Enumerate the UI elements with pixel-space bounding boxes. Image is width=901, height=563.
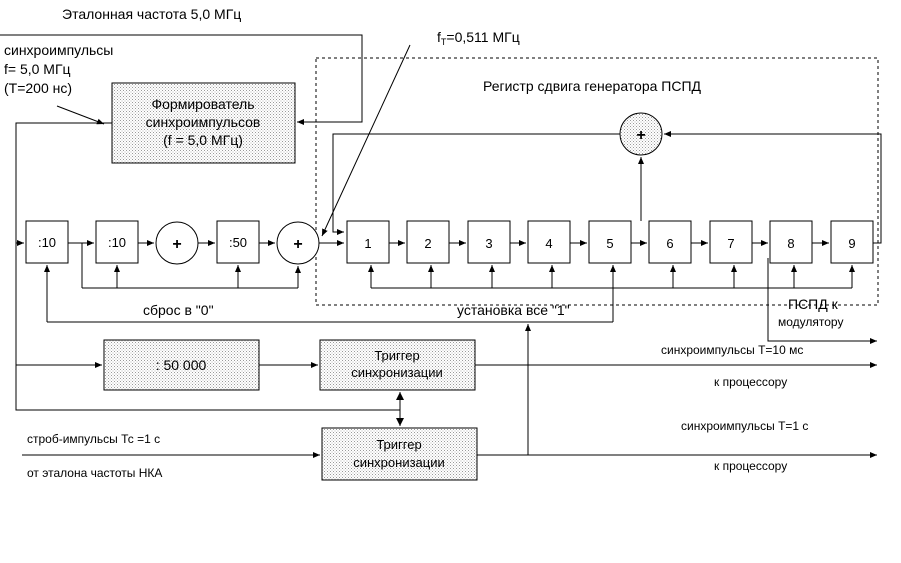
reset-zero-label: сброс в "0": [143, 302, 214, 318]
pspd-label-2: модулятору: [778, 315, 843, 329]
to-processor-1-label: к процессору: [714, 375, 787, 389]
adder-1-plus: +: [172, 236, 181, 253]
divider-10-b-label: :10: [108, 235, 126, 250]
register-cell-3-label: 3: [485, 236, 492, 251]
ft-pointer: [321, 44, 411, 237]
register-cell-1-label: 1: [364, 236, 371, 251]
register-cell-8: [769, 220, 813, 264]
ft-label: fT=0,511 МГц: [437, 29, 520, 47]
sync-former-line-2: синхроимпульсов: [146, 114, 261, 130]
ft-subscript: T: [441, 37, 447, 47]
divider-50000: [103, 339, 260, 391]
sync-out-1s-label: синхроимпульсы Т=1 с: [681, 419, 808, 433]
set-ones-label: установка все "1": [457, 302, 570, 318]
ft-value: =0,511 МГц: [446, 29, 519, 45]
register-frame: [315, 57, 879, 306]
register-cell-9-label: 9: [848, 236, 855, 251]
trigger-link-arrow-up: [396, 392, 404, 400]
sync-trigger-1: [319, 339, 476, 391]
sync-in-label-2: f= 5,0 МГц: [4, 61, 71, 77]
register-cell-4: [527, 220, 571, 264]
sync-in-pointer: [56, 105, 105, 125]
pspd-label-1: ПСПД к: [788, 296, 839, 312]
sync-out-10ms-label: синхроимпульсы Т=10 мс: [661, 343, 803, 357]
sync-trigger-1-line-2: синхронизации: [351, 365, 443, 380]
trigger-link-arrow-down: [396, 418, 404, 426]
reference-freq-label: Эталонная частота 5,0 МГц: [62, 6, 241, 22]
register-cell-8-label: 8: [787, 236, 794, 251]
reference-freq-wire: [0, 34, 363, 125]
register-cell-7: [709, 220, 753, 264]
sync-trigger-2-line-2: синхронизации: [353, 455, 445, 470]
register-cell-2: [406, 220, 450, 264]
sync-trigger-1-line-1: Триггер: [374, 348, 419, 363]
feedback-adder-plus: +: [636, 127, 645, 144]
sync-trigger-2-line-1: Триггер: [376, 437, 421, 452]
register-cell-9: [830, 220, 874, 264]
sync-trigger-2: [321, 427, 478, 481]
divider-10-a: [25, 220, 69, 264]
register-cells: 1 2 3 4 5 6 7 8 9: [346, 220, 874, 264]
strobe-in-label: строб-импульсы Тс =1 с: [27, 432, 160, 446]
register-cell-1: [346, 220, 390, 264]
sync-former-block: [111, 82, 296, 164]
wire-cell9-feedback: [664, 131, 882, 244]
sync-former-line-3: (f = 5,0 МГц): [163, 132, 243, 148]
sync-in-label-1: синхроимпульсы: [4, 42, 113, 58]
register-title: Регистр сдвига генератора ПСПД: [483, 78, 702, 94]
register-cell-6: [648, 220, 692, 264]
register-cell-5-label: 5: [606, 236, 613, 251]
divider-10-b: [95, 220, 139, 264]
wire-pspd-out: [767, 258, 877, 344]
register-cell-7-label: 7: [727, 236, 734, 251]
ft-prefix: f: [437, 29, 441, 45]
divider-50000-label: : 50 000: [156, 357, 207, 373]
divider-10-a-label: :10: [38, 235, 56, 250]
divider-50-label: :50: [229, 235, 247, 250]
sync-in-label-3: (Т=200 нс): [4, 80, 72, 96]
sync-former-line-1: Формирователь: [151, 96, 254, 112]
register-cell-2-label: 2: [424, 236, 431, 251]
wire-feedback-cell1: [332, 133, 620, 235]
clock-distribution-wire: [15, 122, 400, 411]
from-nka-label: от эталона частоты НКА: [27, 466, 162, 480]
adder-2-plus: +: [293, 236, 302, 253]
register-cell-4-label: 4: [545, 236, 552, 251]
register-cell-5: [588, 220, 632, 264]
register-cell-6-label: 6: [666, 236, 673, 251]
svg-text:fT=0,511 МГц: fT=0,511 МГц: [437, 29, 520, 47]
divider-50: [216, 220, 260, 264]
to-processor-2-label: к процессору: [714, 459, 787, 473]
register-cell-3: [467, 220, 511, 264]
